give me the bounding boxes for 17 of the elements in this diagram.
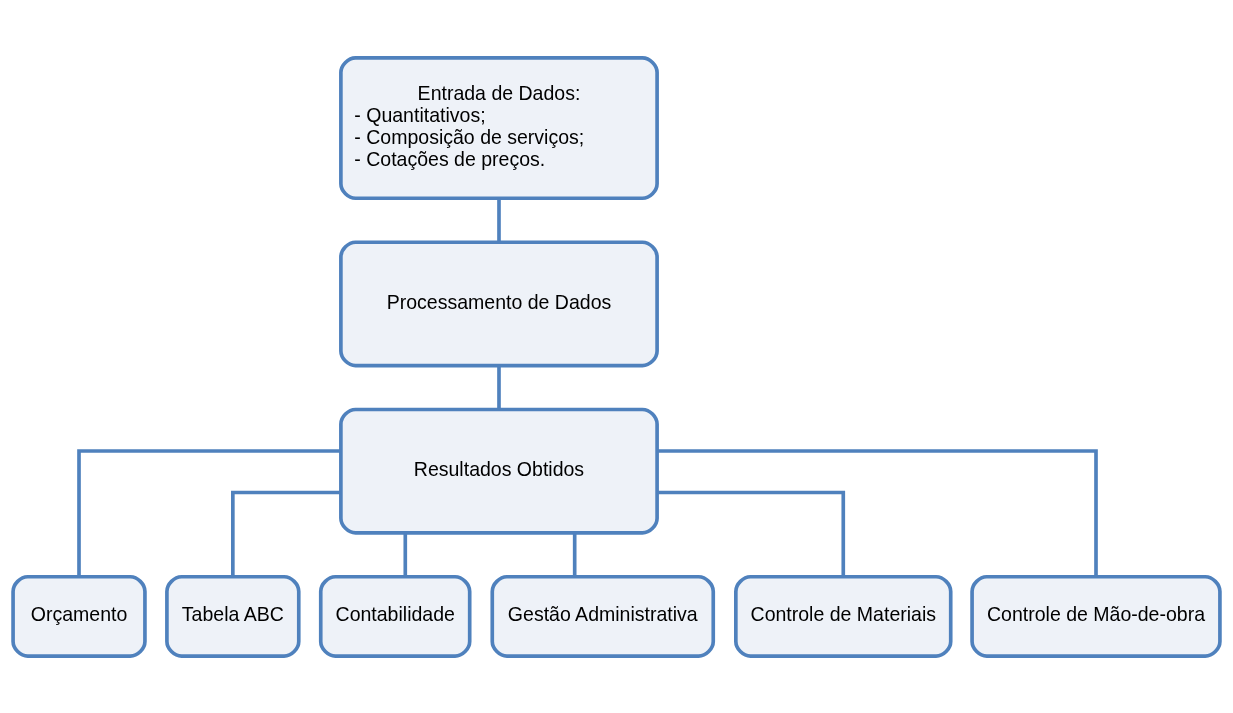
node-box: Gestão Administrativa — [490, 574, 716, 658]
node-box: Processamento de Dados — [339, 239, 659, 367]
node-box: Orçamento — [11, 574, 147, 658]
connector — [657, 448, 1098, 576]
connector — [497, 365, 501, 409]
connector — [497, 198, 501, 242]
connector — [403, 532, 408, 576]
node-box: Resultados Obtidos — [339, 407, 659, 535]
connector — [231, 490, 341, 577]
node-box: Tabela ABC — [165, 574, 301, 658]
node-box: Controle de Materiais — [734, 574, 953, 658]
connector — [657, 490, 846, 577]
connector — [572, 532, 577, 576]
connector — [77, 448, 341, 576]
node-box: Controle de Mão-de-obra — [970, 574, 1222, 658]
node-box: Entrada de Dados: - Quantitativos; - Composição de serviços; - Cotações de preços. — [339, 55, 659, 200]
node-box: Contabilidade — [318, 574, 472, 658]
